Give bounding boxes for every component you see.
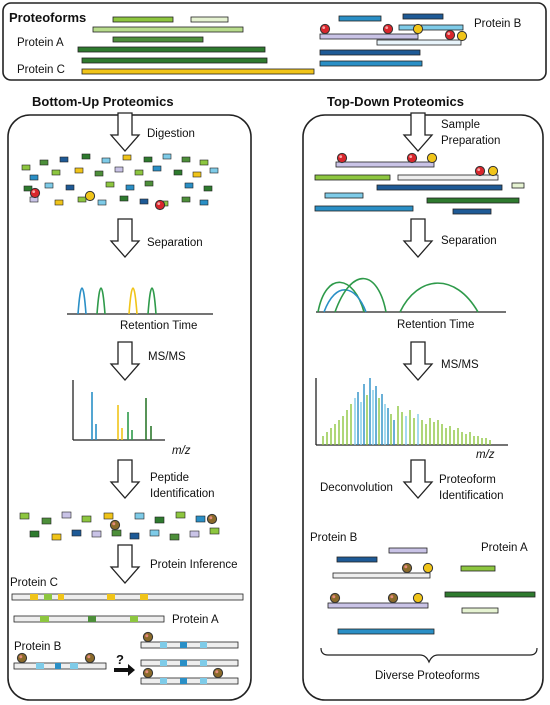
td-protein-a-label: Protein A [481, 542, 528, 554]
top-down-chromatogram: Retention Time [316, 277, 506, 331]
bar [112, 16, 174, 23]
bar [319, 49, 421, 56]
protein-c-label: Protein C [17, 64, 65, 76]
bu-protein-a-label: Protein A [172, 614, 219, 626]
bottom-up-spectrum: m/z [72, 380, 191, 457]
peptide-fragments [21, 153, 219, 211]
protein-a-label: Protein A [17, 37, 64, 49]
step-separation: Separation [147, 237, 203, 249]
step-digestion: Digestion [147, 128, 195, 140]
step-sample-line2: Preparation [441, 135, 500, 147]
bottom-up-panel: Bottom-Up Proteomics Digestion [7, 94, 252, 701]
diverse-proteoforms-label: Diverse Proteoforms [375, 670, 480, 682]
bar [77, 46, 266, 53]
bu-protein-b-label: Protein B [14, 641, 62, 653]
bottom-up-box [7, 114, 252, 701]
brace-icon [320, 647, 538, 664]
bar [338, 15, 382, 22]
proteoforms-panel: Proteoforms Protein A Protein C Protein … [2, 2, 547, 81]
bar [398, 24, 464, 31]
bar [319, 60, 423, 67]
td-retention-time-label: Retention Time [397, 319, 474, 331]
bar [319, 33, 419, 40]
td-step-msms: MS/MS [441, 359, 479, 371]
step-peptide-line1: Peptide [150, 472, 189, 484]
td-step-separation: Separation [441, 235, 497, 247]
step-inference: Protein Inference [150, 559, 238, 571]
bar [81, 57, 268, 64]
td-mz-label: m/z [476, 449, 495, 461]
protein-c-bar [11, 593, 244, 601]
bar [92, 26, 244, 33]
bottom-up-title: Bottom-Up Proteomics [32, 94, 174, 109]
question-mark: ? [116, 652, 124, 667]
identified-peptides [19, 511, 220, 541]
step-peptide-line2: Identification [150, 488, 215, 500]
proteoforms-title: Proteoforms [9, 10, 86, 25]
mz-label: m/z [172, 445, 191, 457]
bar [190, 16, 229, 23]
bottom-up-chromatogram: Retention Time [67, 287, 213, 332]
bar [112, 36, 204, 43]
step-msms: MS/MS [148, 351, 186, 363]
diverse-proteoforms [327, 547, 536, 635]
bar [402, 13, 444, 20]
top-down-panel: Top-Down Proteomics Sample Preparation S… [302, 94, 544, 701]
step-proteoform-line2: Identification [439, 490, 504, 502]
protein-b-label: Protein B [474, 18, 522, 30]
step-proteoform-line1: Proteoform [439, 474, 496, 486]
retention-time-label: Retention Time [120, 320, 197, 332]
bar [81, 68, 315, 75]
top-down-spectrum: m/z [315, 378, 508, 461]
arrow-right-icon [114, 664, 135, 676]
proteoform-mixture [314, 152, 525, 215]
step-deconvolution: Deconvolution [320, 482, 393, 494]
bu-protein-c-label: Protein C [10, 577, 58, 589]
top-down-title: Top-Down Proteomics [327, 94, 464, 109]
td-protein-b-label: Protein B [310, 532, 358, 544]
bar [376, 39, 462, 46]
step-sample-line1: Sample [441, 119, 480, 131]
